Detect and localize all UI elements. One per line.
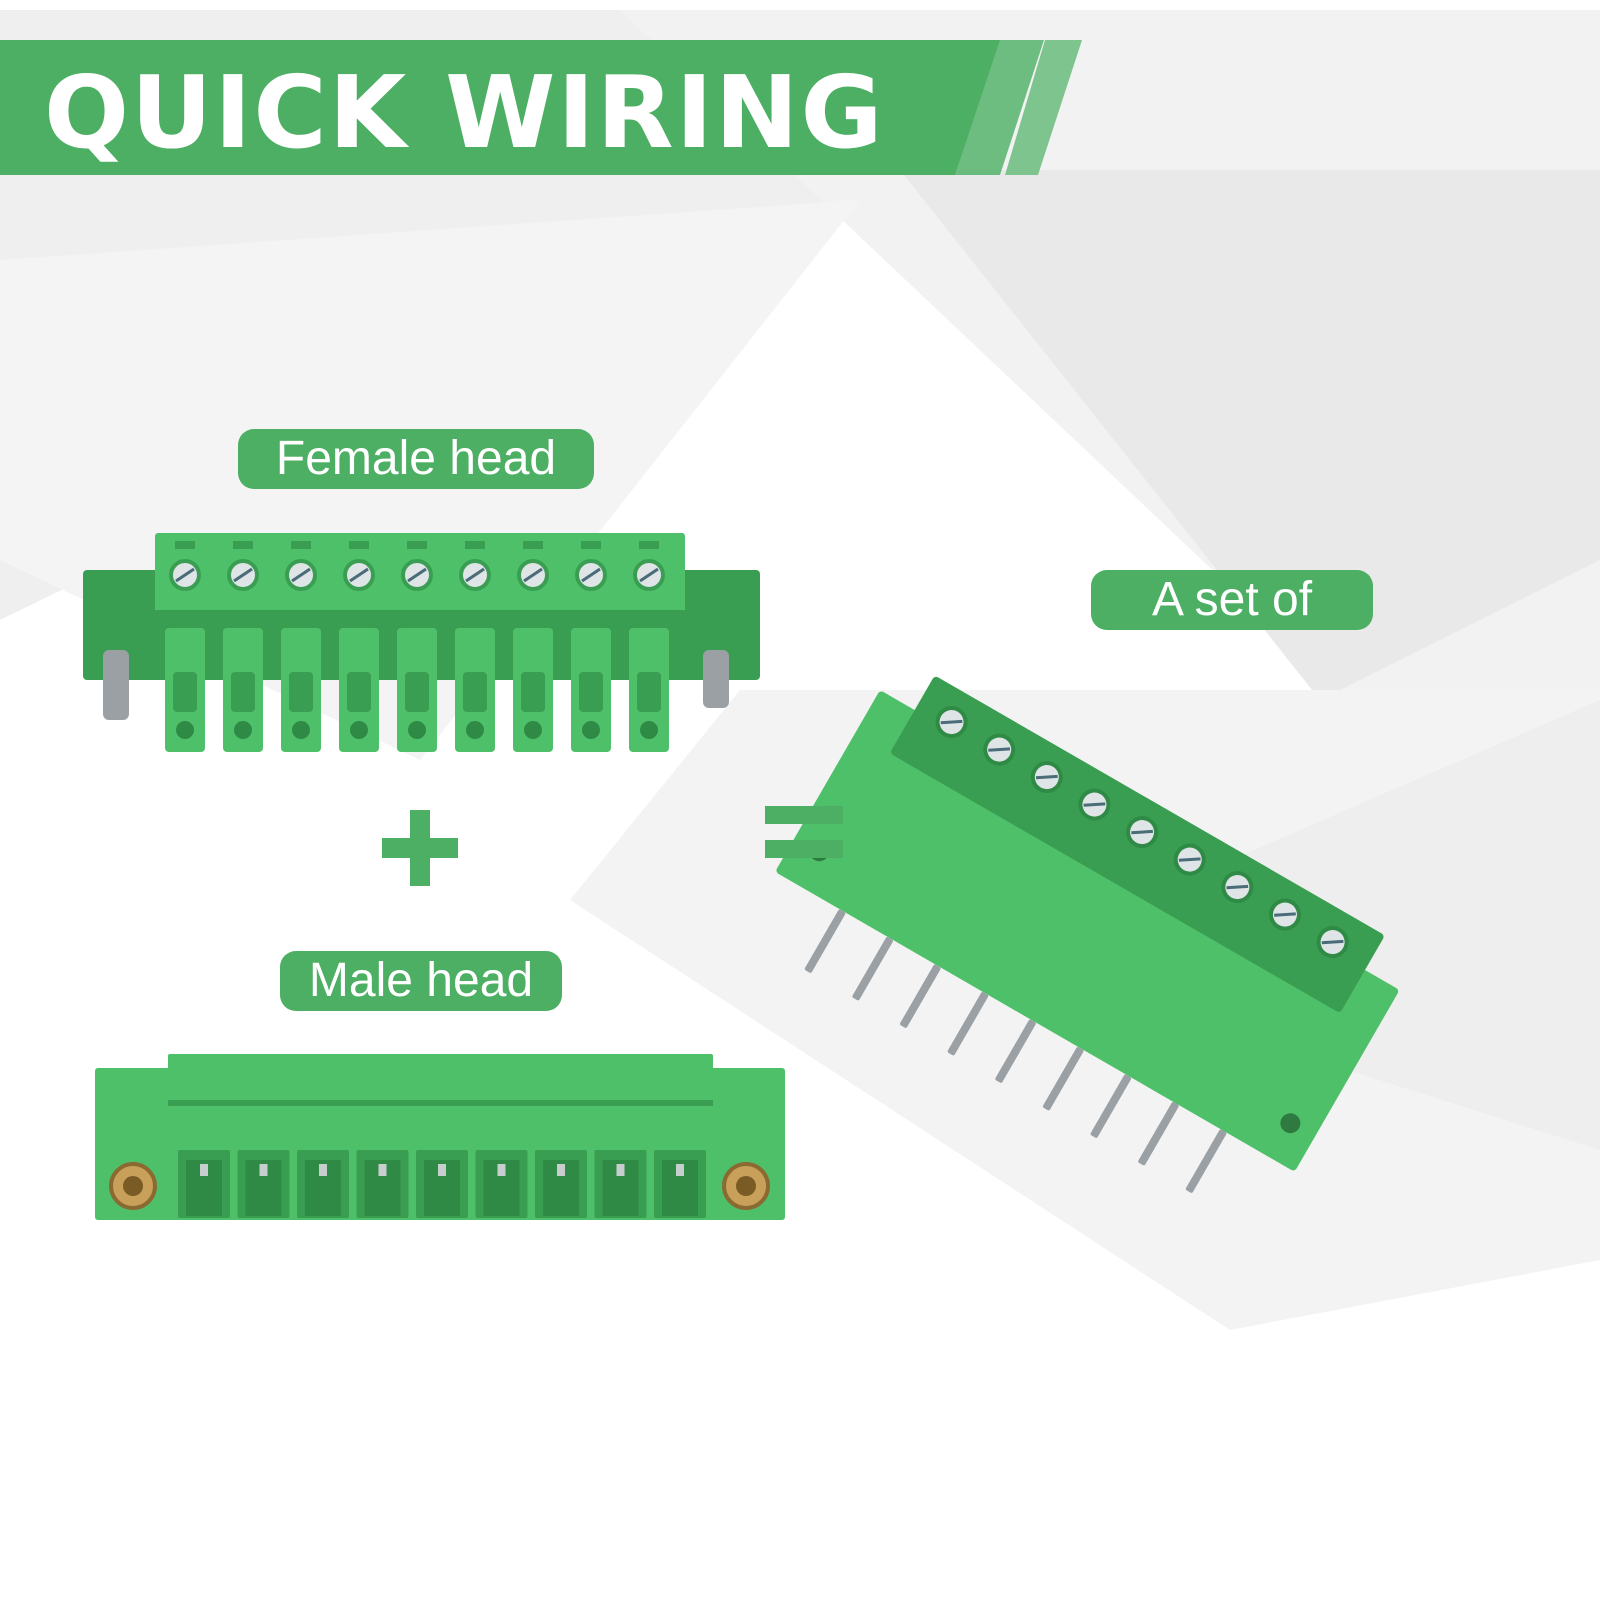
banner-title: QUICK WIRING	[44, 54, 885, 171]
male-pin	[438, 1164, 446, 1176]
assembled-pcb-pin	[995, 1019, 1036, 1083]
female-wire-hole	[234, 721, 252, 739]
banner	[0, 40, 1082, 175]
assembled-mount-hole	[1280, 1113, 1301, 1134]
assembled-pcb-pin	[1042, 1047, 1084, 1111]
male-pin	[259, 1164, 268, 1176]
assembled-body	[776, 691, 1399, 1171]
female-left-screw	[103, 650, 129, 720]
female-wire-hole	[640, 721, 658, 739]
female-head-connector	[83, 533, 760, 752]
female-head-label: Female head	[238, 429, 594, 489]
set-label: A set of	[1091, 570, 1373, 630]
female-marker	[465, 541, 485, 549]
equals-icon	[765, 806, 843, 858]
female-marker	[175, 541, 195, 549]
female-marker	[523, 541, 543, 549]
female-marker	[407, 541, 427, 549]
female-wire-hole	[466, 721, 484, 739]
plus-icon	[382, 810, 458, 886]
male-pin	[557, 1164, 565, 1176]
assembled-connector	[776, 676, 1399, 1193]
male-pin	[497, 1164, 506, 1176]
female-marker	[349, 541, 369, 549]
female-wire-hole	[292, 721, 310, 739]
female-wire-hole	[176, 721, 194, 739]
male-pin	[616, 1164, 625, 1176]
female-right-screw	[703, 650, 729, 708]
male-pin	[200, 1164, 208, 1176]
female-wire-hole	[350, 721, 368, 739]
female-wire-hole	[582, 721, 600, 739]
female-wire-hole	[524, 721, 542, 739]
female-wire-hole	[408, 721, 426, 739]
male-pin	[319, 1164, 327, 1176]
assembled-pcb-pin	[900, 964, 941, 1028]
male-top-rail	[168, 1054, 713, 1108]
male-pin	[676, 1164, 684, 1176]
male-head-connector	[95, 1054, 785, 1220]
assembled-pcb-pin	[1185, 1129, 1227, 1193]
female-marker	[581, 541, 601, 549]
female-marker	[639, 541, 659, 549]
female-marker	[233, 541, 253, 549]
assembled-pcb-pin	[852, 937, 893, 1001]
male-pin	[378, 1164, 387, 1176]
assembled-pcb-pin	[947, 992, 989, 1056]
assembled-pcb-pin	[1138, 1102, 1179, 1166]
assembled-pcb-pin	[1090, 1074, 1132, 1138]
female-marker	[291, 541, 311, 549]
male-head-label: Male head	[280, 951, 562, 1011]
assembled-pcb-pin	[804, 909, 846, 973]
